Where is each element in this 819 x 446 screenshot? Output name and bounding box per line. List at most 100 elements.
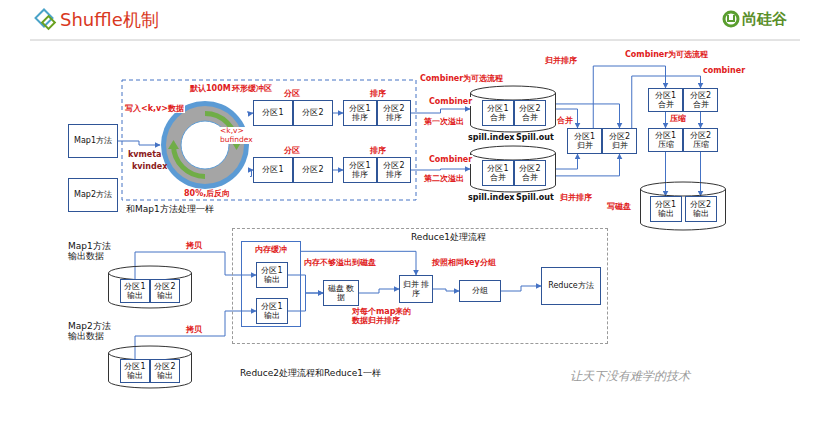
box-label: 分区1 输出 [652,200,680,218]
box-label: 分区2 输出 [152,282,178,300]
box-label: 分区1 [262,165,283,174]
logo-ring [724,12,738,26]
watermark: 让天下没有难学的技术 [570,370,690,384]
output-partition: 分区1 输出 [120,359,150,383]
cylinder-body [471,146,556,192]
note-label: kvindex [132,162,167,171]
node-heading: spill.index [468,133,515,142]
map-output: 分区1 输出分区2 输出Map2方法 输出数据 [108,346,192,388]
box-label: 分区2 [302,108,323,117]
spill-file: 分区1 合并分区2 合并spill.indexSpill.out [470,146,556,192]
note-label: Combiner为可选流程 [420,74,503,83]
flow-arrow [556,154,578,169]
flow-arrow [556,104,620,128]
note-label: 排序 [370,89,386,98]
box-label: 分区1 合并 [650,91,681,109]
edge-label: 拷贝 [185,325,203,334]
node-heading: Spill.out [516,133,554,142]
partition-cell: 分区2 [293,100,333,126]
flow-arrow [665,152,666,196]
method-box: Map2方法 [68,178,118,212]
box-label: 分区2 归并 [604,132,635,150]
flow-arrow [301,251,416,275]
box-label: Map2方法 [74,190,112,199]
sorted-partition: 分区1 排序 [343,157,377,183]
ring-outer [161,101,249,189]
map-output: 分区1 输出分区2 输出Map1方法 输出数据 [108,266,192,308]
cylinder-rim [641,189,726,196]
sorted-partition: 分区2 排序 [377,100,411,126]
flow-arrow [556,154,620,176]
merged-partition: 分区2 合并 [514,160,546,186]
note-label: 第一次溢出 [424,117,464,126]
combine-box: 分区1 合并 [648,88,683,112]
spill-file: 分区1 合并分区2 合并spill.indexSpill.out [470,86,556,132]
reduce-method-box: Reduce方法 [541,267,601,305]
box-label: 分区1 归并 [569,132,600,150]
box-label: 分区1 输出 [258,266,286,284]
box-label: 分区1 排序 [345,104,375,122]
box-label: 磁盘 数据 [325,284,357,302]
logo-text: 尚硅谷 [742,11,787,28]
flow-arrow [135,252,256,279]
partition-cell: 分区1 [253,100,293,126]
logo-mark [728,15,734,21]
merge-sort-box: 分区2 归并 [602,128,637,154]
ring-band [166,106,244,184]
edge-label: 拷贝 [185,241,203,250]
flow-arrow [333,170,343,171]
box-label: 分区1 排序 [345,161,375,179]
note-label: 归并排序 [545,56,577,65]
edge-label: Combiner [428,97,473,106]
flow-arrow [665,112,666,128]
box-label: 分区1 合并 [484,104,512,122]
merged-partition: 分区1 合并 [482,160,514,186]
node-heading: Map2方法 输出数据 [68,321,118,342]
logo-icon [724,12,738,26]
header-rule [30,40,800,41]
box-label: 分区1 [262,108,283,117]
output-partition: 分区2 输出 [150,279,180,303]
flow-arrow [118,141,160,145]
page-title: Shuffle机制 [60,8,159,32]
combine-box: 分区2 合并 [683,88,718,112]
ring-buffer: <k,v> bufindex [160,100,250,190]
sorted-partition: 分区1 排序 [343,100,377,126]
cylinder-body [109,346,192,388]
note-label: combiner [703,66,745,75]
box-label: 分区2 排序 [379,161,409,179]
note-label: 合并 [557,116,573,125]
icon-diamond [42,16,55,29]
box-label: 分区2 排序 [379,104,409,122]
edge-label: 写入<k,v>数据 [124,104,185,113]
note-label: 排序 [370,146,386,155]
flow-arrow [501,286,541,291]
output-partition: 分区1 输出 [120,279,150,303]
box-label: Reduce方法 [548,281,594,290]
box-label: 分区1 压缩 [650,131,681,149]
memory-buffer: 分区1 输出分区1 输出内存缓冲 [241,241,301,327]
disk-data-box: 磁盘 数据 [323,280,359,306]
reduce-process: 分区1 输出分区1 输出内存缓冲磁盘 数据归并 排序分组Reduce方法Redu… [232,228,608,344]
node-heading: 内存缓冲 [242,245,300,254]
buffered-partition: 分区1 输出 [256,262,288,288]
box-label: 分区2 [302,165,323,174]
buffered-partition: 分区1 输出 [256,298,288,324]
cylinder-body [641,182,726,230]
flow-arrow [288,293,323,311]
note-label: 按照相同key分组 [432,258,496,267]
flow-arrow [556,109,578,128]
merged-partition: 分区2 合并 [514,100,546,126]
box-label: 分区1 合并 [484,164,512,182]
edge-label: Combiner [428,155,473,164]
compress-box: 分区2 压缩 [683,128,718,152]
note-label: 环形缓冲区 [232,84,272,93]
box-label: 分区2 输出 [687,200,715,218]
output-partition: 分区1 输出 [650,196,682,222]
disk-output: 分区1 输出分区2 输出写磁盘 [640,182,726,230]
box-label: 分区1 输出 [122,282,148,300]
output-partition: 分区2 输出 [150,359,180,383]
merged-partition: 分区1 合并 [482,100,514,126]
box-label: 归并 排序 [401,280,431,298]
output-partition: 分区2 输出 [685,196,717,222]
